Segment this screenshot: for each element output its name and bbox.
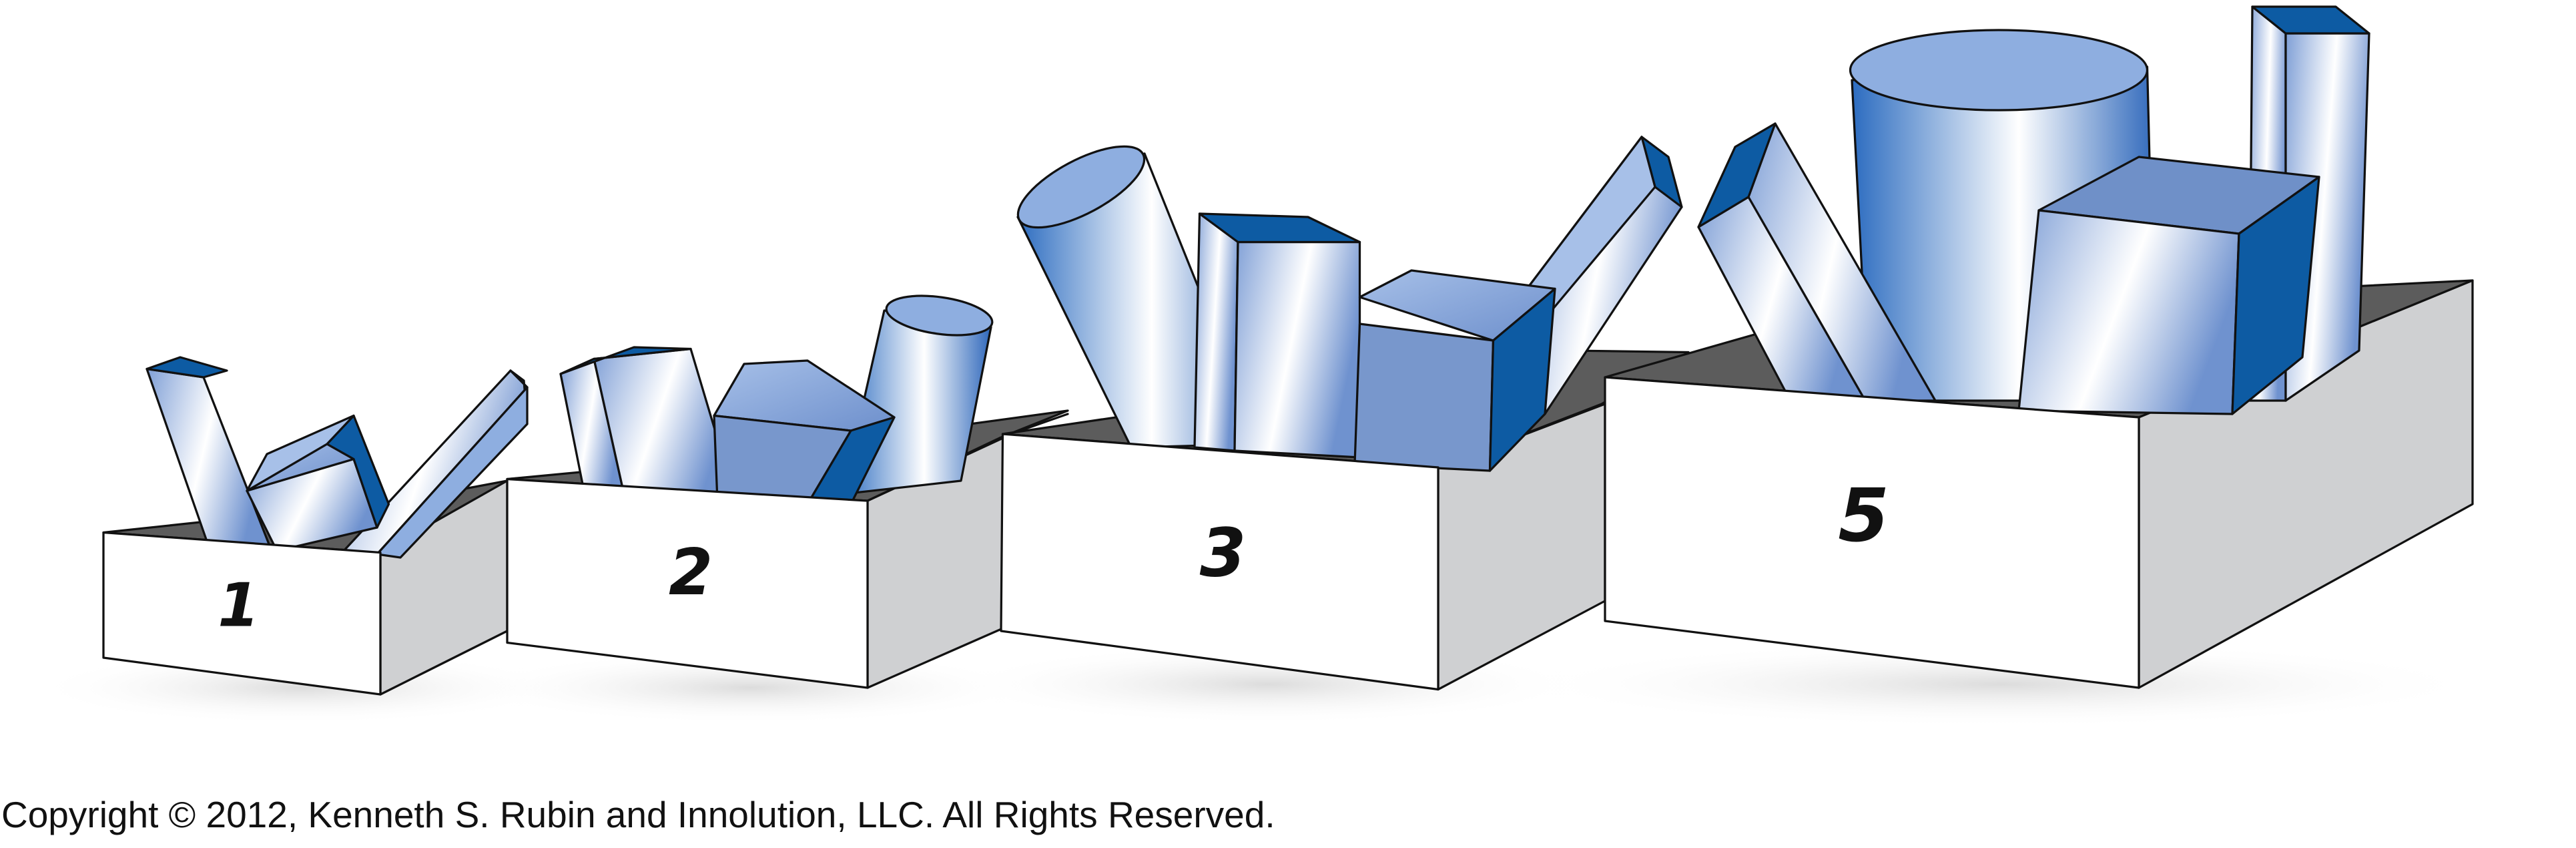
box-2-front: [506, 477, 869, 689]
copyright-notice: Copyright © 2012, Kenneth S. Rubin and I…: [1, 794, 1275, 835]
box-3-cube: [1353, 269, 1556, 472]
box-5-diagonal-prism: [1697, 122, 1937, 402]
box-2-tilted-cube: [713, 359, 896, 505]
box-1-tall-prism: [145, 356, 272, 552]
box-2: 2: [506, 294, 1069, 689]
box-3-label: 3: [1200, 514, 1247, 592]
box-3-tall-prism: [1193, 212, 1361, 459]
box-5-cube: [2017, 156, 2320, 415]
box-2-slab: [559, 346, 735, 495]
box-1-front: [102, 531, 382, 696]
ground-shadow: [33, 651, 567, 724]
box-3: 3: [1000, 136, 1690, 691]
box-1: 1: [102, 356, 529, 696]
box-3-front: [1000, 433, 1439, 691]
box-2-label: 2: [669, 536, 713, 610]
box-1-label: 1: [218, 571, 260, 641]
box-5: 5: [1604, 5, 2474, 689]
box-1-cube: [246, 414, 390, 552]
ground-shadow: [1518, 641, 2486, 728]
box-5-label: 5: [1838, 473, 1889, 558]
box-5-front: [1604, 376, 2140, 689]
